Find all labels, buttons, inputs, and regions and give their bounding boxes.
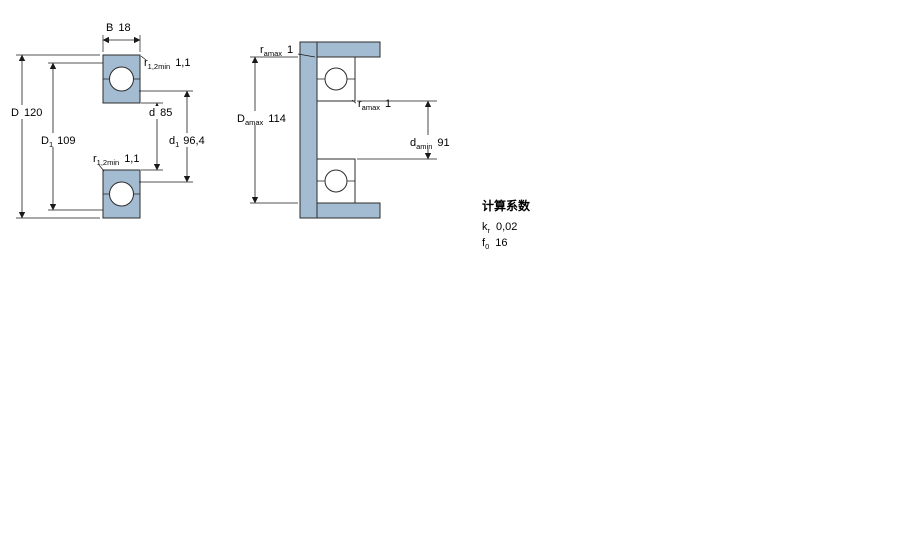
label-background [234,111,298,125]
label-background [38,133,80,147]
calculation-factors-title: 计算系数 [482,198,531,213]
upper-ball [324,67,348,91]
label-background [166,133,211,147]
housing-band-top [316,41,381,58]
label-background [8,105,48,119]
label-background [146,106,175,119]
shoulder-wall [299,41,318,219]
label-background [407,135,467,149]
leader-line [98,164,105,172]
lower-ball [109,181,134,207]
upper-ball [109,66,134,92]
leader-line [297,53,316,58]
leader-line [140,55,147,61]
label-background [356,96,404,109]
housing-band-bottom [316,202,381,219]
lower-ball [324,169,348,193]
